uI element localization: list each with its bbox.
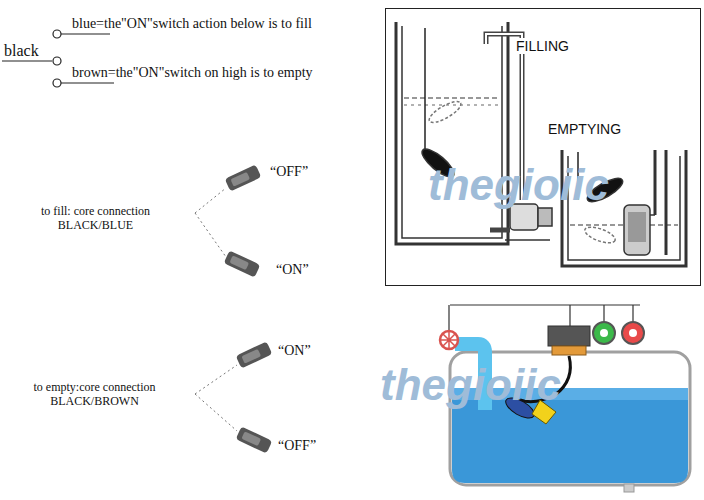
- illustration-frame: FILLING EMPTYING: [385, 8, 701, 286]
- caption-label: EMPTYING: [546, 121, 623, 137]
- wire-label: brown=the"ON"switch on high is to empty: [72, 65, 313, 81]
- connection-note: to empty:core connection BLACK/BROWN: [22, 381, 167, 409]
- caption-label: FILLING: [514, 38, 571, 54]
- wire-label: blue=the"ON"switch action below is to fi…: [72, 16, 312, 32]
- state-label: “OFF”: [270, 164, 308, 180]
- watermark: thegioiic: [428, 160, 609, 211]
- watermark: thegioiic: [380, 360, 561, 411]
- state-label: “OFF”: [278, 438, 316, 454]
- filling-tank: [396, 22, 552, 244]
- float-switch-symbol: [195, 164, 272, 453]
- state-label: “ON”: [278, 343, 311, 359]
- wire-label: black: [4, 42, 39, 60]
- connection-note: to fill: core connection BLACK/BLUE: [28, 205, 163, 233]
- state-label: “ON”: [276, 262, 309, 278]
